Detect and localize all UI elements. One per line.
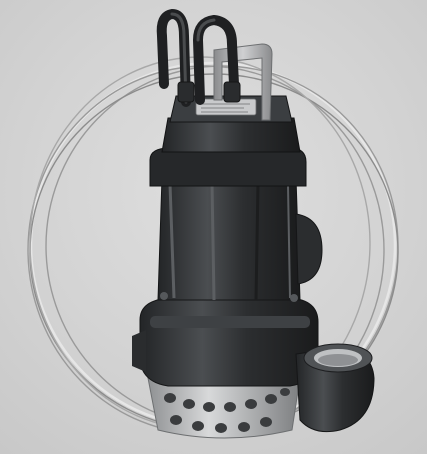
pump-power-cables (156, 8, 241, 107)
pump-handle (213, 43, 273, 121)
pump-discharge-outlet (295, 343, 375, 433)
pump-volute-housing (132, 297, 319, 387)
pump-strainer-base (147, 377, 301, 439)
pump-upper-flange (149, 117, 307, 187)
